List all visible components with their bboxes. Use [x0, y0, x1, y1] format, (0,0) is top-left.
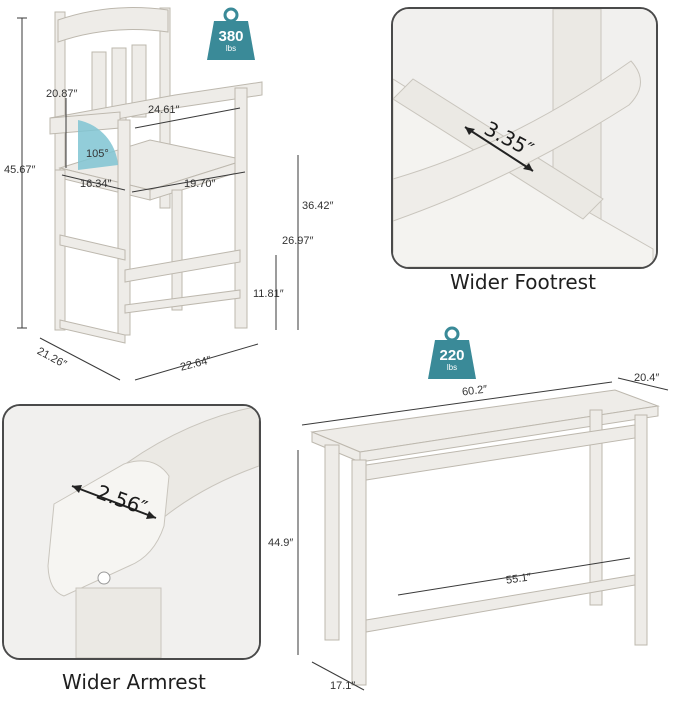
footrest-caption: Wider Footrest [450, 270, 596, 294]
armrest-closeup [4, 406, 259, 658]
bar-chair-illustration [17, 7, 299, 381]
chair-top-rail [57, 7, 169, 43]
chair-weight-badge: 380 lbs [206, 6, 256, 60]
chair-seat-width-label: 19.70″ [184, 178, 216, 190]
table-weight-badge: 220 lbs [427, 325, 477, 379]
table-leg-depth-label: 17.1″ [330, 680, 356, 692]
chair-back-slat [131, 44, 147, 118]
weight-icon [428, 326, 476, 379]
table-weight-value: 220 [439, 347, 465, 364]
chair-back-leg-right [171, 189, 183, 311]
chair-back-height-label: 20.87″ [46, 88, 78, 100]
chair-weight-value: 380 [218, 28, 244, 45]
table-depth-label: 20.4″ [634, 372, 660, 384]
footrest-closeup [393, 9, 656, 267]
chair-footrest-height-label: 11.81″ [253, 288, 284, 300]
chair-back-leg-left [54, 169, 66, 331]
chair-front-leg-right [234, 87, 248, 329]
table-height-label: 44.9″ [268, 537, 294, 549]
chair-total-height-label: 45.67″ [4, 164, 36, 176]
table-leg [324, 444, 340, 641]
armrest-detail-inset: 2.56″ [2, 404, 261, 660]
chair-weight-unit: lbs [225, 44, 237, 53]
chair-seat-depth-label: 16.34″ [80, 178, 112, 190]
chair-arm-width-label: 24.61″ [148, 104, 180, 116]
footrest-detail-inset: 3.35″ [391, 7, 658, 269]
bar-table-illustration [297, 377, 669, 691]
chair-recline-angle-label: 105° [86, 148, 109, 160]
chair-footrest [124, 249, 241, 283]
table-leg [589, 409, 603, 606]
table-footrest [365, 574, 636, 633]
chair-front-leg-left [117, 119, 131, 336]
table-leg [351, 459, 367, 686]
table-weight-unit: lbs [446, 363, 458, 372]
chair-seat-height-label: 26.97″ [282, 235, 314, 247]
chair-arm-height-label: 36.42″ [302, 200, 334, 212]
armrest-caption: Wider Armrest [62, 670, 206, 694]
weight-icon [207, 7, 255, 60]
table-leg [634, 414, 648, 646]
recline-angle-marker [78, 120, 118, 170]
